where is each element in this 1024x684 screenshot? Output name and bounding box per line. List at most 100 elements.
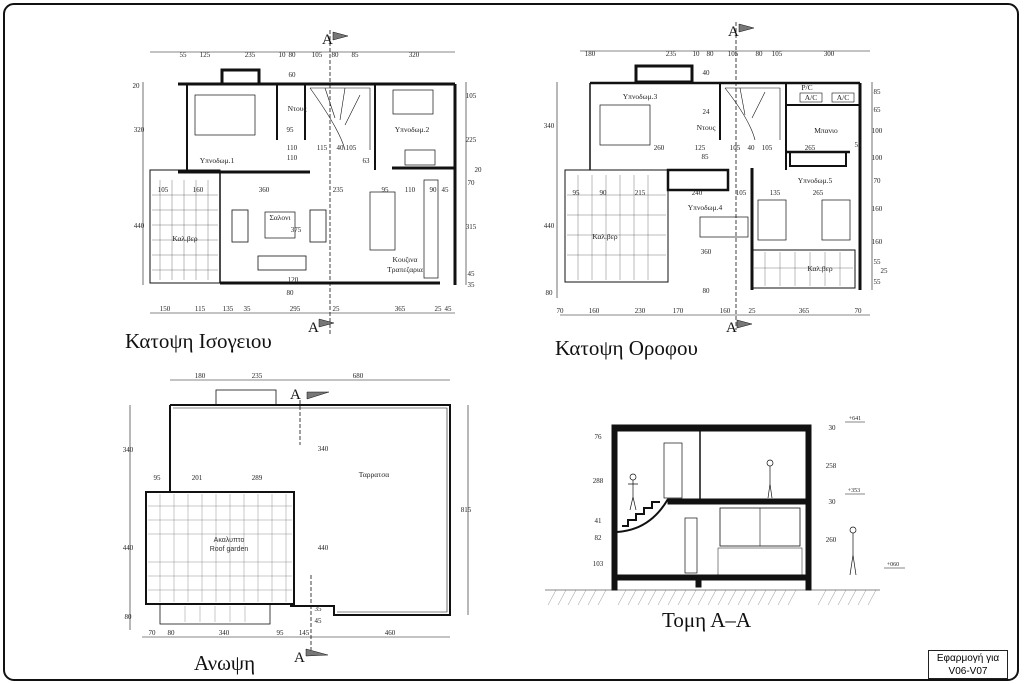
dimension-label: 40: [748, 144, 756, 152]
dimension-label: 95: [382, 186, 390, 194]
dimension-label: 55: [874, 278, 882, 286]
dimension-label: 340: [219, 629, 230, 637]
dimension-label: 289: [252, 474, 263, 482]
room-label: Υπνοδωμ.5: [798, 176, 833, 185]
dimension-label: 201: [192, 474, 203, 482]
dimension-label: 115: [195, 305, 206, 313]
dimension-label: 260: [826, 536, 837, 544]
room-label: Ακαλυπτο: [214, 537, 245, 544]
dimension-label: 180: [195, 372, 206, 380]
dimension-label: 30: [829, 498, 837, 506]
dimension-label: 680: [353, 372, 364, 380]
dimension-label: 365: [395, 305, 406, 313]
dimension-label: 95: [154, 474, 162, 482]
dimension-label: 235: [252, 372, 263, 380]
room-label: Ντους: [697, 123, 716, 132]
dimension-label: 105: [312, 51, 323, 59]
dimension-label: 110: [287, 144, 298, 152]
dimension-label: 460: [385, 629, 396, 637]
room-label: Roof garden: [210, 546, 249, 553]
dimension-label: 300: [824, 50, 835, 58]
dimension-label: 80: [289, 51, 297, 59]
room-label: Τραπεζαρια: [387, 265, 423, 274]
dimension-label: 105: [736, 189, 747, 197]
ground-floor-plan: [142, 30, 467, 335]
dimension-label: 235: [245, 51, 256, 59]
dimension-label: 295: [290, 305, 301, 313]
dimension-label: 170: [673, 307, 684, 315]
dimension-label: 440: [134, 222, 145, 230]
dimension-label: 105: [158, 186, 169, 194]
dimension-label: 95: [573, 189, 581, 197]
dimension-label: 230: [635, 307, 646, 315]
dimension-label: 60: [289, 71, 297, 79]
dimension-label: 135: [770, 189, 781, 197]
roof-plan: [129, 379, 469, 657]
dimension-label: 45: [315, 617, 323, 625]
dimension-label: 110: [405, 186, 416, 194]
dimension-label: 815: [461, 506, 472, 514]
badge-line-2: V06-V07: [948, 666, 988, 677]
room-label: P/C: [801, 83, 812, 92]
dimension-label: 105: [466, 92, 477, 100]
dimension-label: 115: [317, 144, 328, 152]
dimension-label: 105: [772, 50, 783, 58]
roof-title: Ανωψη: [194, 651, 255, 675]
dimension-label: 215: [635, 189, 646, 197]
dimension-label: 135: [223, 305, 234, 313]
room-label: Σαλονι: [269, 213, 290, 222]
dimension-label: 45: [468, 270, 476, 278]
dimension-label: 24: [703, 108, 711, 116]
badge-line-1: Εφαρμογή για: [936, 653, 1000, 664]
dimension-label: 82: [595, 534, 603, 542]
dimension-label: 35: [244, 305, 252, 313]
dimension-label: 145: [299, 629, 310, 637]
dimension-label: 225: [466, 136, 477, 144]
dimension-label: 288: [593, 477, 604, 485]
dimension-label: 80: [707, 50, 715, 58]
dimension-label: 55: [874, 258, 882, 266]
dimension-label: 65: [874, 106, 882, 114]
dimension-label: 25: [881, 267, 889, 275]
dimension-label: 25: [435, 305, 443, 313]
dimension-label: 240: [692, 189, 703, 197]
upper-floor-plan: [556, 22, 873, 330]
dimension-label: 80: [546, 289, 554, 297]
dimension-label: 160: [872, 205, 883, 213]
level-marker: +641: [849, 416, 861, 422]
room-label: Καλ.βερ: [172, 234, 198, 243]
dimension-label: 258: [826, 462, 837, 470]
dimension-label: 30: [829, 424, 837, 432]
room-label: Κουζινα: [393, 255, 418, 264]
roof-section-mark-bottom: A: [294, 650, 305, 666]
ground-section-mark-top: A: [322, 32, 333, 48]
room-label: Μπανιο: [814, 126, 838, 135]
dimension-label: 265: [813, 189, 824, 197]
applicability-badge: Εφαρμογή για V06-V07: [928, 650, 1008, 679]
dimension-label: 55: [180, 51, 188, 59]
dimension-label: 80: [703, 287, 711, 295]
dimension-label: 160: [193, 186, 204, 194]
dimension-label: 340: [318, 445, 329, 453]
dimension-label: 315: [466, 223, 477, 231]
dimension-label: 100: [872, 154, 883, 162]
dimension-label: 365: [799, 307, 810, 315]
dimension-label: 440: [544, 222, 555, 230]
upper-floor-title: Κατοψη Οροφου: [555, 336, 698, 360]
room-label: A/C: [805, 93, 818, 102]
section-title: Τομη Α–Α: [662, 608, 752, 632]
room-label: Καλ.βερ: [807, 264, 833, 273]
dimension-label: 375: [291, 226, 302, 234]
dimension-label: 80: [168, 629, 176, 637]
dimension-label: 70: [468, 179, 476, 187]
dimension-label: 45: [442, 186, 450, 194]
room-label: Υπνοδωμ.3: [623, 92, 658, 101]
dimension-label: 265: [805, 144, 816, 152]
dimension-label: 100: [872, 127, 883, 135]
dimension-label: 105: [762, 144, 773, 152]
dimension-label: 80: [287, 289, 295, 297]
room-label: A/C: [837, 93, 850, 102]
dimension-label: 80: [332, 51, 340, 59]
